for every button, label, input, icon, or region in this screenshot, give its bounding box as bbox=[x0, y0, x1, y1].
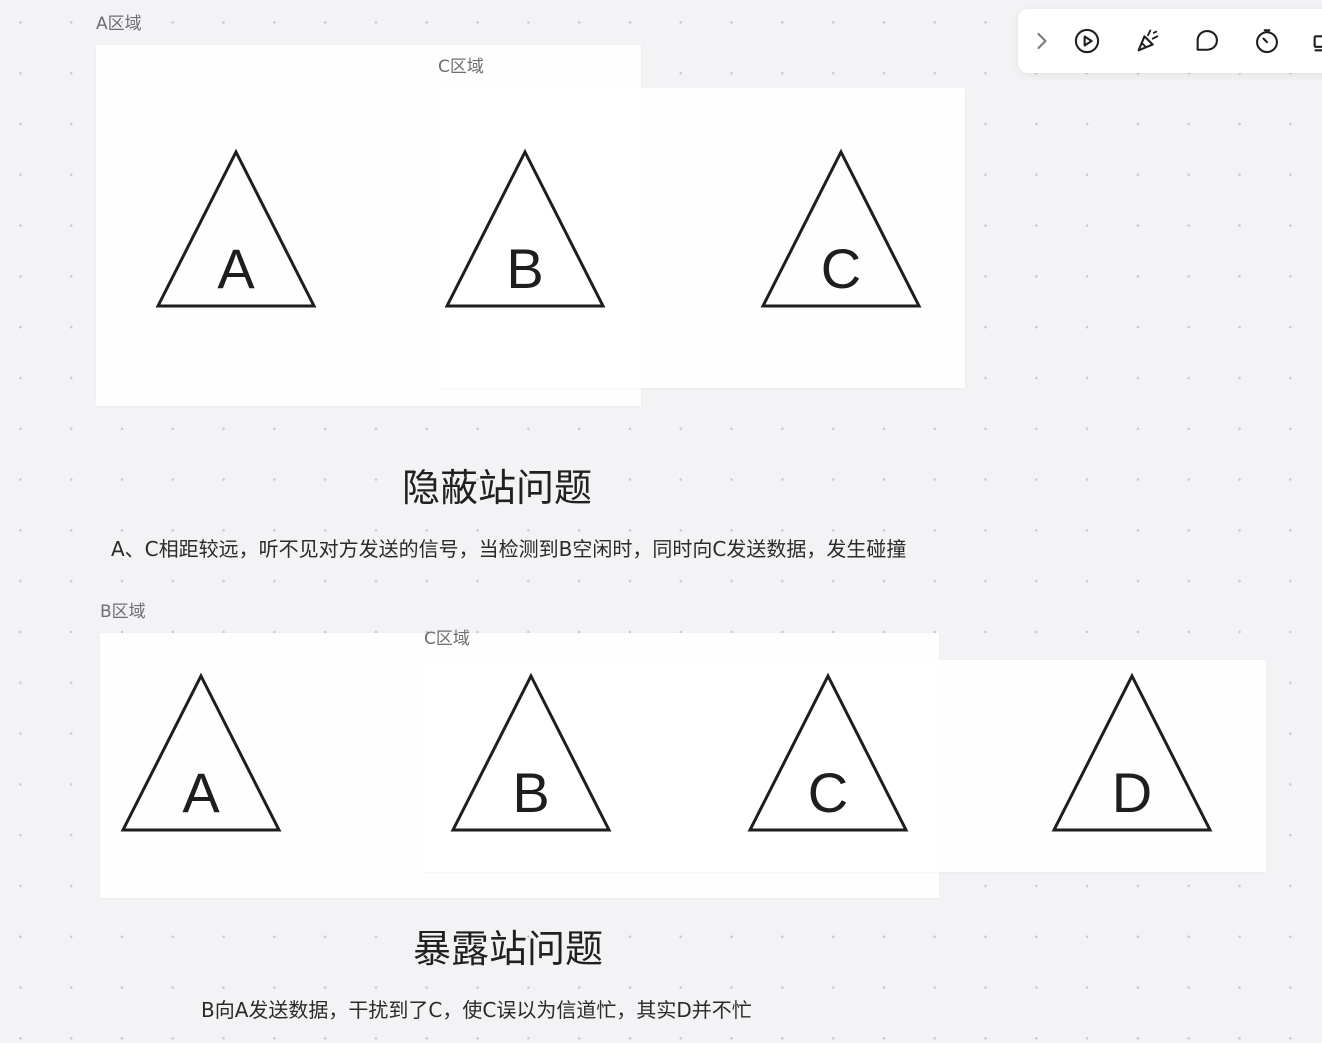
node-b[interactable]: B bbox=[450, 672, 612, 833]
frame-c2-label: C区域 bbox=[424, 629, 470, 649]
chevron-right-icon[interactable] bbox=[1026, 25, 1058, 57]
canvas-toolbar bbox=[1018, 9, 1322, 73]
node-a-label: A bbox=[182, 761, 220, 824]
node-a[interactable]: A bbox=[155, 148, 317, 309]
frame-b-label: B区域 bbox=[100, 602, 146, 622]
comment-icon[interactable] bbox=[1191, 25, 1223, 57]
node-d[interactable]: D bbox=[1051, 672, 1213, 833]
play-icon[interactable] bbox=[1071, 25, 1103, 57]
node-b-label: B bbox=[512, 761, 550, 824]
exposed-station-description: B向A发送数据，干扰到了C，使C误以为信道忙，其实D并不忙 bbox=[201, 998, 752, 1022]
frame-c-region[interactable] bbox=[438, 88, 965, 388]
node-c-label: C bbox=[820, 237, 862, 300]
celebrate-icon[interactable] bbox=[1132, 25, 1164, 57]
node-d-label: D bbox=[1111, 761, 1153, 824]
frame-c2-region[interactable] bbox=[424, 660, 1266, 872]
hidden-station-description: A、C相距较远，听不见对方发送的信号，当检测到B空闲时，同时向C发送数据，发生碰… bbox=[111, 537, 907, 561]
node-b-label: B bbox=[506, 237, 544, 300]
hidden-station-title: 隐蔽站问题 bbox=[402, 466, 593, 510]
node-a[interactable]: A bbox=[120, 672, 282, 833]
node-a-label: A bbox=[217, 237, 255, 300]
more-icon[interactable] bbox=[1308, 25, 1322, 57]
timer-icon[interactable] bbox=[1251, 25, 1283, 57]
node-b[interactable]: B bbox=[444, 148, 606, 309]
node-c[interactable]: C bbox=[760, 148, 922, 309]
exposed-station-title: 暴露站问题 bbox=[413, 927, 604, 971]
frame-c-label: C区域 bbox=[438, 57, 484, 77]
node-c[interactable]: C bbox=[747, 672, 909, 833]
node-c-label: C bbox=[807, 761, 849, 824]
frame-a-label: A区域 bbox=[96, 14, 142, 34]
